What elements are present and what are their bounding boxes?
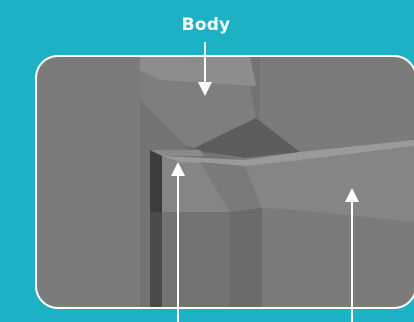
body-label: Body [166,15,246,35]
body-lower-curve [230,208,262,308]
cavity-wall [150,150,162,212]
part-section [36,56,414,308]
lower-gap-shadow [150,210,162,308]
